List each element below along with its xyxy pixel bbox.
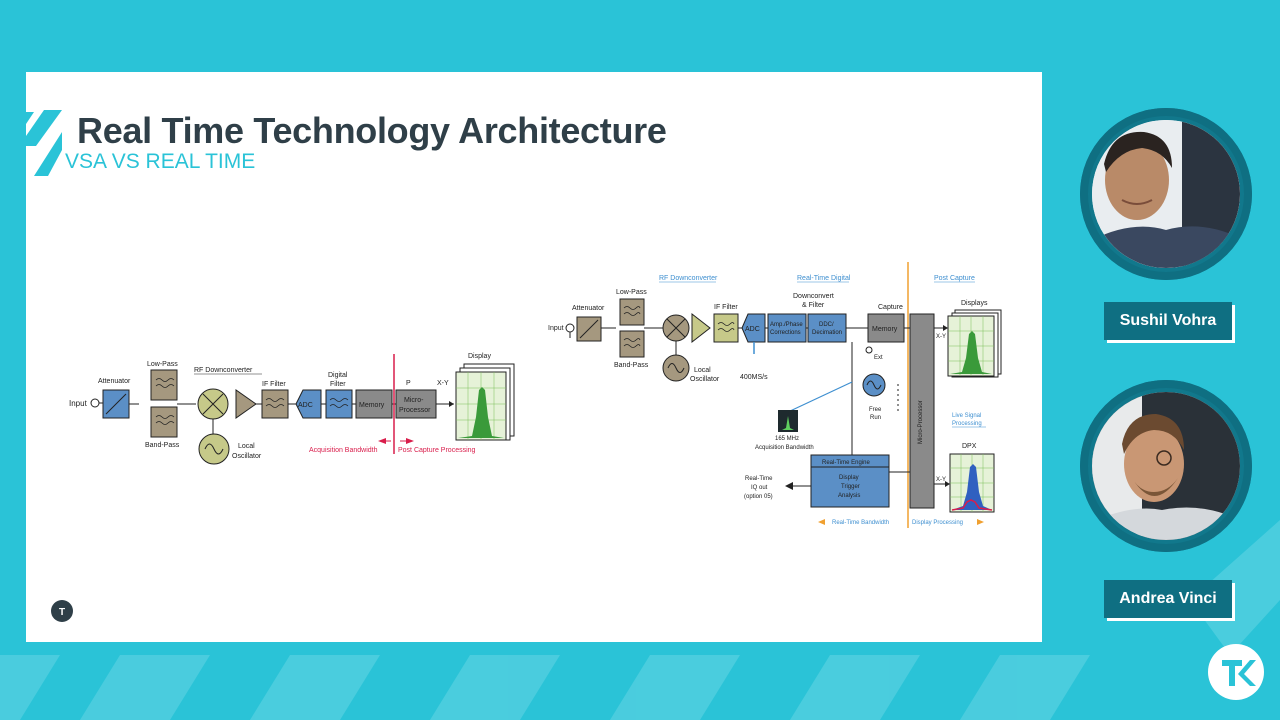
svg-text:T: T <box>59 607 65 618</box>
left-input-label: Input <box>69 399 88 408</box>
right-hdr-rf: RF Downconverter <box>659 275 718 282</box>
tk-logo-icon <box>1222 660 1256 686</box>
right-xy1-label: X-Y <box>936 334 946 340</box>
right-bandpass-block <box>619 330 645 358</box>
right-ampphase-label-1: Amp./Phase <box>770 322 803 328</box>
left-digitalfilter-block <box>325 389 353 419</box>
right-display-screen <box>947 309 1002 378</box>
left-attenuator-label: Attenuator <box>98 378 131 385</box>
left-diagram: Input Attenuator Low-Pass Band-Pass RF D… <box>69 353 515 465</box>
right-rte-display: Display <box>839 475 859 481</box>
left-lowpass-label: Low-Pass <box>147 361 178 368</box>
right-attenuator-label: Attenuator <box>572 305 605 312</box>
right-input-label: Input <box>548 325 564 332</box>
right-free-label: Free <box>869 407 882 413</box>
slide-logo-icon: T <box>51 600 73 622</box>
right-rte-analysis: Analysis <box>838 493 860 499</box>
right-osc-label: Oscillator <box>690 376 720 383</box>
right-ddc-block <box>807 313 847 343</box>
left-osc-label: Oscillator <box>232 453 262 460</box>
left-memory-block <box>355 389 393 419</box>
slide-subtitle: VSA VS REAL TIME <box>65 150 256 173</box>
right-downconvert-label: Downconvert <box>793 293 834 300</box>
person-avatar-icon <box>1092 392 1240 540</box>
participant-video-1[interactable] <box>1080 108 1252 280</box>
right-rate-label: 400MS/s <box>740 374 768 381</box>
right-iq1-label: Real-Time <box>745 476 773 482</box>
right-local-label: Local <box>694 367 711 374</box>
right-bandpass-label: Band-Pass <box>614 362 649 369</box>
right-ampphase-label-2: Corrections <box>770 330 801 336</box>
right-lowpass-label: Low-Pass <box>616 289 647 296</box>
slide-title: Real Time Technology Architecture <box>77 110 667 151</box>
right-andfilter-label: & Filter <box>802 302 825 309</box>
right-memory-block <box>867 313 905 343</box>
right-iq2-label: IQ out <box>751 485 768 491</box>
left-rf-label: RF Downconverter <box>194 367 253 374</box>
right-ampphase-block <box>767 313 807 343</box>
left-bottom-arrows <box>378 438 414 444</box>
brand-logo-icon <box>1208 644 1264 700</box>
left-display-label: Display <box>468 353 491 360</box>
left-processor-label: Processor <box>399 407 431 414</box>
person-avatar-icon <box>1092 120 1240 268</box>
left-filter-label: Filter <box>330 381 346 388</box>
left-digital-label: Digital <box>328 372 348 379</box>
right-run-label: Run <box>870 415 881 421</box>
corner-stripes <box>26 110 62 176</box>
left-memory-label: Memory <box>359 402 385 409</box>
right-ddc-label-2: Decimation <box>812 330 842 336</box>
left-display-screen <box>455 363 515 441</box>
left-amplifier <box>235 389 257 419</box>
right-lowpass-block <box>619 298 645 326</box>
right-micro-processor-block <box>909 313 935 509</box>
right-mhz-label: 165 MHz <box>775 436 799 442</box>
left-iffilter-block <box>261 389 289 419</box>
left-adc-label: ADC <box>298 402 313 409</box>
right-hdr-rtd: Real-Time Digital <box>797 275 851 282</box>
participant-name-1: Sushil Vohra <box>1104 302 1232 340</box>
right-live2-label: Processing <box>952 421 982 427</box>
slide: T Input Attenuator Low-Pass Band-Pass RF… <box>26 72 1042 642</box>
slide-graphics: T Input Attenuator Low-Pass Band-Pass RF… <box>26 110 1002 622</box>
right-memory-label: Memory <box>872 326 898 333</box>
right-acqbw-label: Acquisition Bandwidth <box>755 445 814 451</box>
right-dispproc-label: Display Processing <box>912 520 963 526</box>
participant-photo-2 <box>1092 392 1240 540</box>
left-micro-label: Micro- <box>404 397 424 404</box>
right-ddc-label-1: DDC/ <box>819 322 834 328</box>
right-rte-trigger: Trigger <box>841 484 860 490</box>
right-live1-label: Live Signal <box>952 413 981 419</box>
right-diagram: RF Downconverter Real-Time Digital Post … <box>548 262 1002 528</box>
right-dpx-screen <box>949 453 995 513</box>
right-displays-label: Displays <box>961 300 988 307</box>
right-dpx-label: DPX <box>962 443 977 450</box>
right-iffilter-label: IF Filter <box>714 304 738 311</box>
right-rtbw-label: Real-Time Bandwidth <box>832 520 889 526</box>
participant-name-2: Andrea Vinci <box>1104 580 1232 618</box>
left-acqbw-label: Acquisition Bandwidth <box>309 447 378 454</box>
participant-video-2[interactable] <box>1080 380 1252 552</box>
left-p-label: P <box>406 380 411 387</box>
right-hdr-post: Post Capture <box>934 275 975 282</box>
right-capture-label: Capture <box>878 304 903 311</box>
right-adc-label: ADC <box>745 326 760 333</box>
right-xy2-label: X-Y <box>936 477 946 483</box>
right-iq3-label: (option 05) <box>744 494 773 500</box>
right-amplifier <box>691 312 711 344</box>
left-iffilter-label: IF Filter <box>262 381 286 388</box>
left-xy-label: X-Y <box>437 380 449 387</box>
left-local-label: Local <box>238 443 255 450</box>
right-iffilter-block <box>713 313 739 343</box>
right-rte-label: Real-Time Engine <box>822 460 870 466</box>
left-postcapture-label: Post Capture Processing <box>398 447 476 454</box>
participant-photo-1 <box>1092 120 1240 268</box>
right-ext-label: Ext <box>874 355 883 361</box>
right-micro-processor-label: Micro-Processor <box>918 400 924 444</box>
left-bandpass-label: Band-Pass <box>145 442 180 449</box>
